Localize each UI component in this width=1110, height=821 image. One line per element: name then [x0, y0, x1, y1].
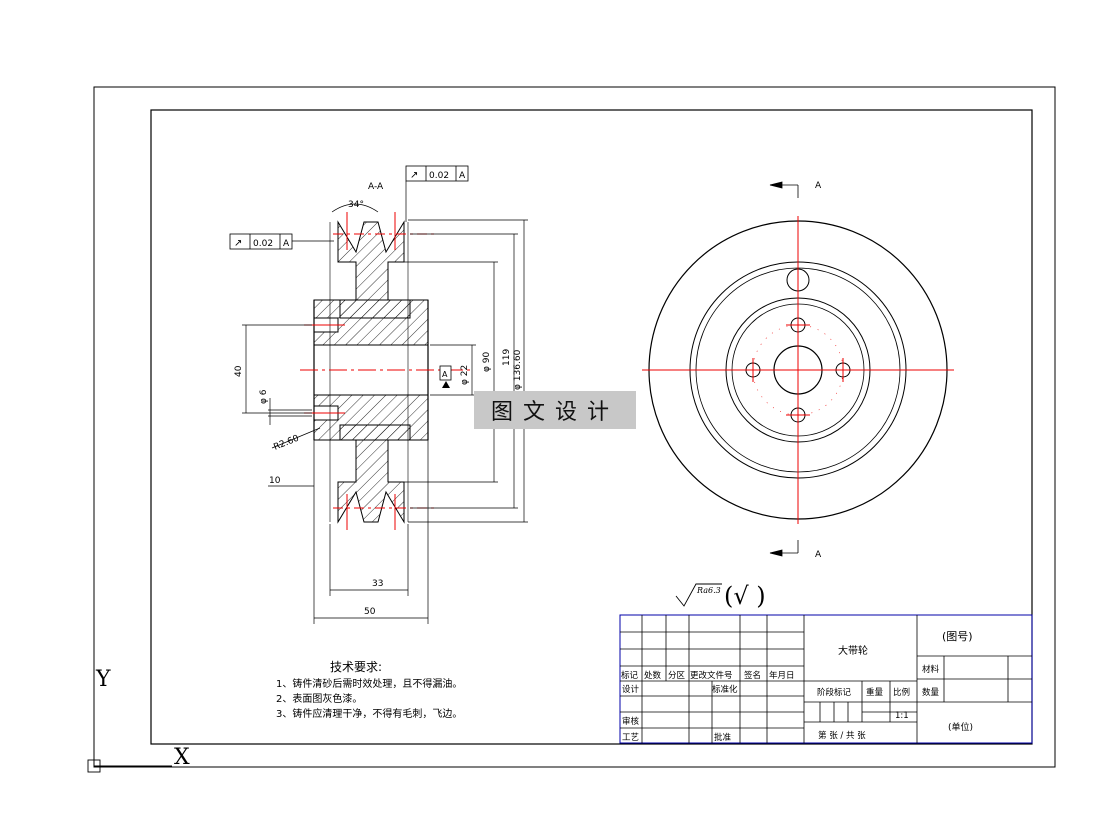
dim-phi6: φ 6	[259, 389, 269, 404]
dim-50: 50	[364, 607, 376, 617]
note-item: 3、铸件应清理干净，不得有毛刺，飞边。	[276, 709, 463, 720]
section-view	[300, 212, 470, 530]
tb-hdr-zone: 分区	[668, 671, 686, 681]
ucs-y-label: Y	[95, 667, 111, 692]
dim-119: 119	[502, 349, 512, 366]
view-arrow-bottom	[769, 540, 799, 557]
dim-10: 10	[269, 476, 281, 486]
roughness-extra: (√ )	[724, 582, 766, 610]
tb-drawing-no: (图号)	[942, 630, 973, 643]
datum-letter: A	[442, 370, 448, 379]
view-arrow-top	[769, 181, 799, 198]
tb-stage: 阶段标记	[817, 687, 852, 698]
tol-datum-2: A	[283, 239, 290, 249]
tb-hdr-sign: 签名	[744, 670, 761, 681]
tb-hdr-date: 年月日	[769, 670, 795, 681]
inner-frame	[150, 109, 1033, 745]
tb-part-name: 大带轮	[838, 644, 868, 657]
ucs-x-label: X	[174, 745, 190, 770]
title-block	[619, 614, 1033, 744]
dim-phi22: φ 22	[460, 365, 470, 385]
dim-33: 33	[372, 579, 383, 589]
note-item: 2、表面图灰色漆。	[276, 694, 363, 705]
angle-dim: 34°	[348, 200, 364, 210]
tb-hdr-file: 更改文件号	[690, 670, 733, 681]
tol-symbol-2: ↗	[234, 238, 242, 249]
tolerance-frame-top: ↗ 0.02 A	[405, 165, 469, 182]
roughness-label: Ra6.3	[696, 586, 721, 595]
section-label: A-A	[368, 182, 384, 192]
title-block-text: 标记 处数 分区 更改文件号 签名 年月日 设计 标准化 审核 工艺 批准 大带…	[621, 630, 973, 743]
note-item: 1、铸件清砂后需时效处理，且不得漏油。	[276, 679, 463, 690]
tb-weight: 重量	[866, 687, 884, 698]
tol-symbol-1: ↗	[410, 170, 418, 181]
tolerance-frame-left: ↗ 0.02 A	[229, 233, 293, 250]
dimension-lines	[242, 181, 528, 624]
technical-notes: 技术要求: 1、铸件清砂后需时效处理，且不得漏油。 2、表面图灰色漆。 3、铸件…	[276, 660, 462, 722]
tb-hdr-mark: 标记	[621, 670, 639, 681]
watermark: 图文设计	[474, 391, 636, 429]
tb-design: 设计	[622, 684, 640, 695]
notes-title: 技术要求:	[329, 660, 383, 674]
front-centerlines	[642, 216, 954, 524]
view-marker-bottom: A	[815, 550, 822, 560]
tb-review: 审核	[622, 716, 640, 727]
dim-phi90: φ 90	[482, 351, 492, 372]
dim-phi13660: φ 136.60	[513, 349, 523, 390]
datum-box	[439, 365, 452, 381]
tb-approve: 批准	[714, 732, 732, 743]
view-marker-top: A	[815, 181, 822, 191]
tb-material: 材料	[922, 664, 940, 675]
tb-standard: 标准化	[712, 684, 738, 695]
tol-value-1: 0.02	[429, 171, 449, 181]
roughness-symbol: Ra6.3 (√ )	[675, 582, 766, 610]
tol-datum-1: A	[459, 171, 466, 181]
tb-quantity: 数量	[922, 687, 940, 698]
tb-scale-value: 1:1	[895, 711, 909, 721]
outer-frame	[93, 86, 1056, 768]
tb-unit: (单位)	[948, 721, 973, 733]
tb-scale: 比例	[893, 687, 910, 698]
dim-r: R2.60	[272, 434, 300, 453]
datum-triangle	[442, 381, 450, 388]
tb-process: 工艺	[622, 733, 639, 743]
ucs-icon	[87, 688, 172, 773]
tol-value-2: 0.02	[253, 239, 273, 249]
tb-sheet: 第 张 / 共 张	[818, 730, 866, 741]
tb-hdr-count: 处数	[644, 670, 662, 681]
dim-40: 40	[234, 365, 244, 377]
